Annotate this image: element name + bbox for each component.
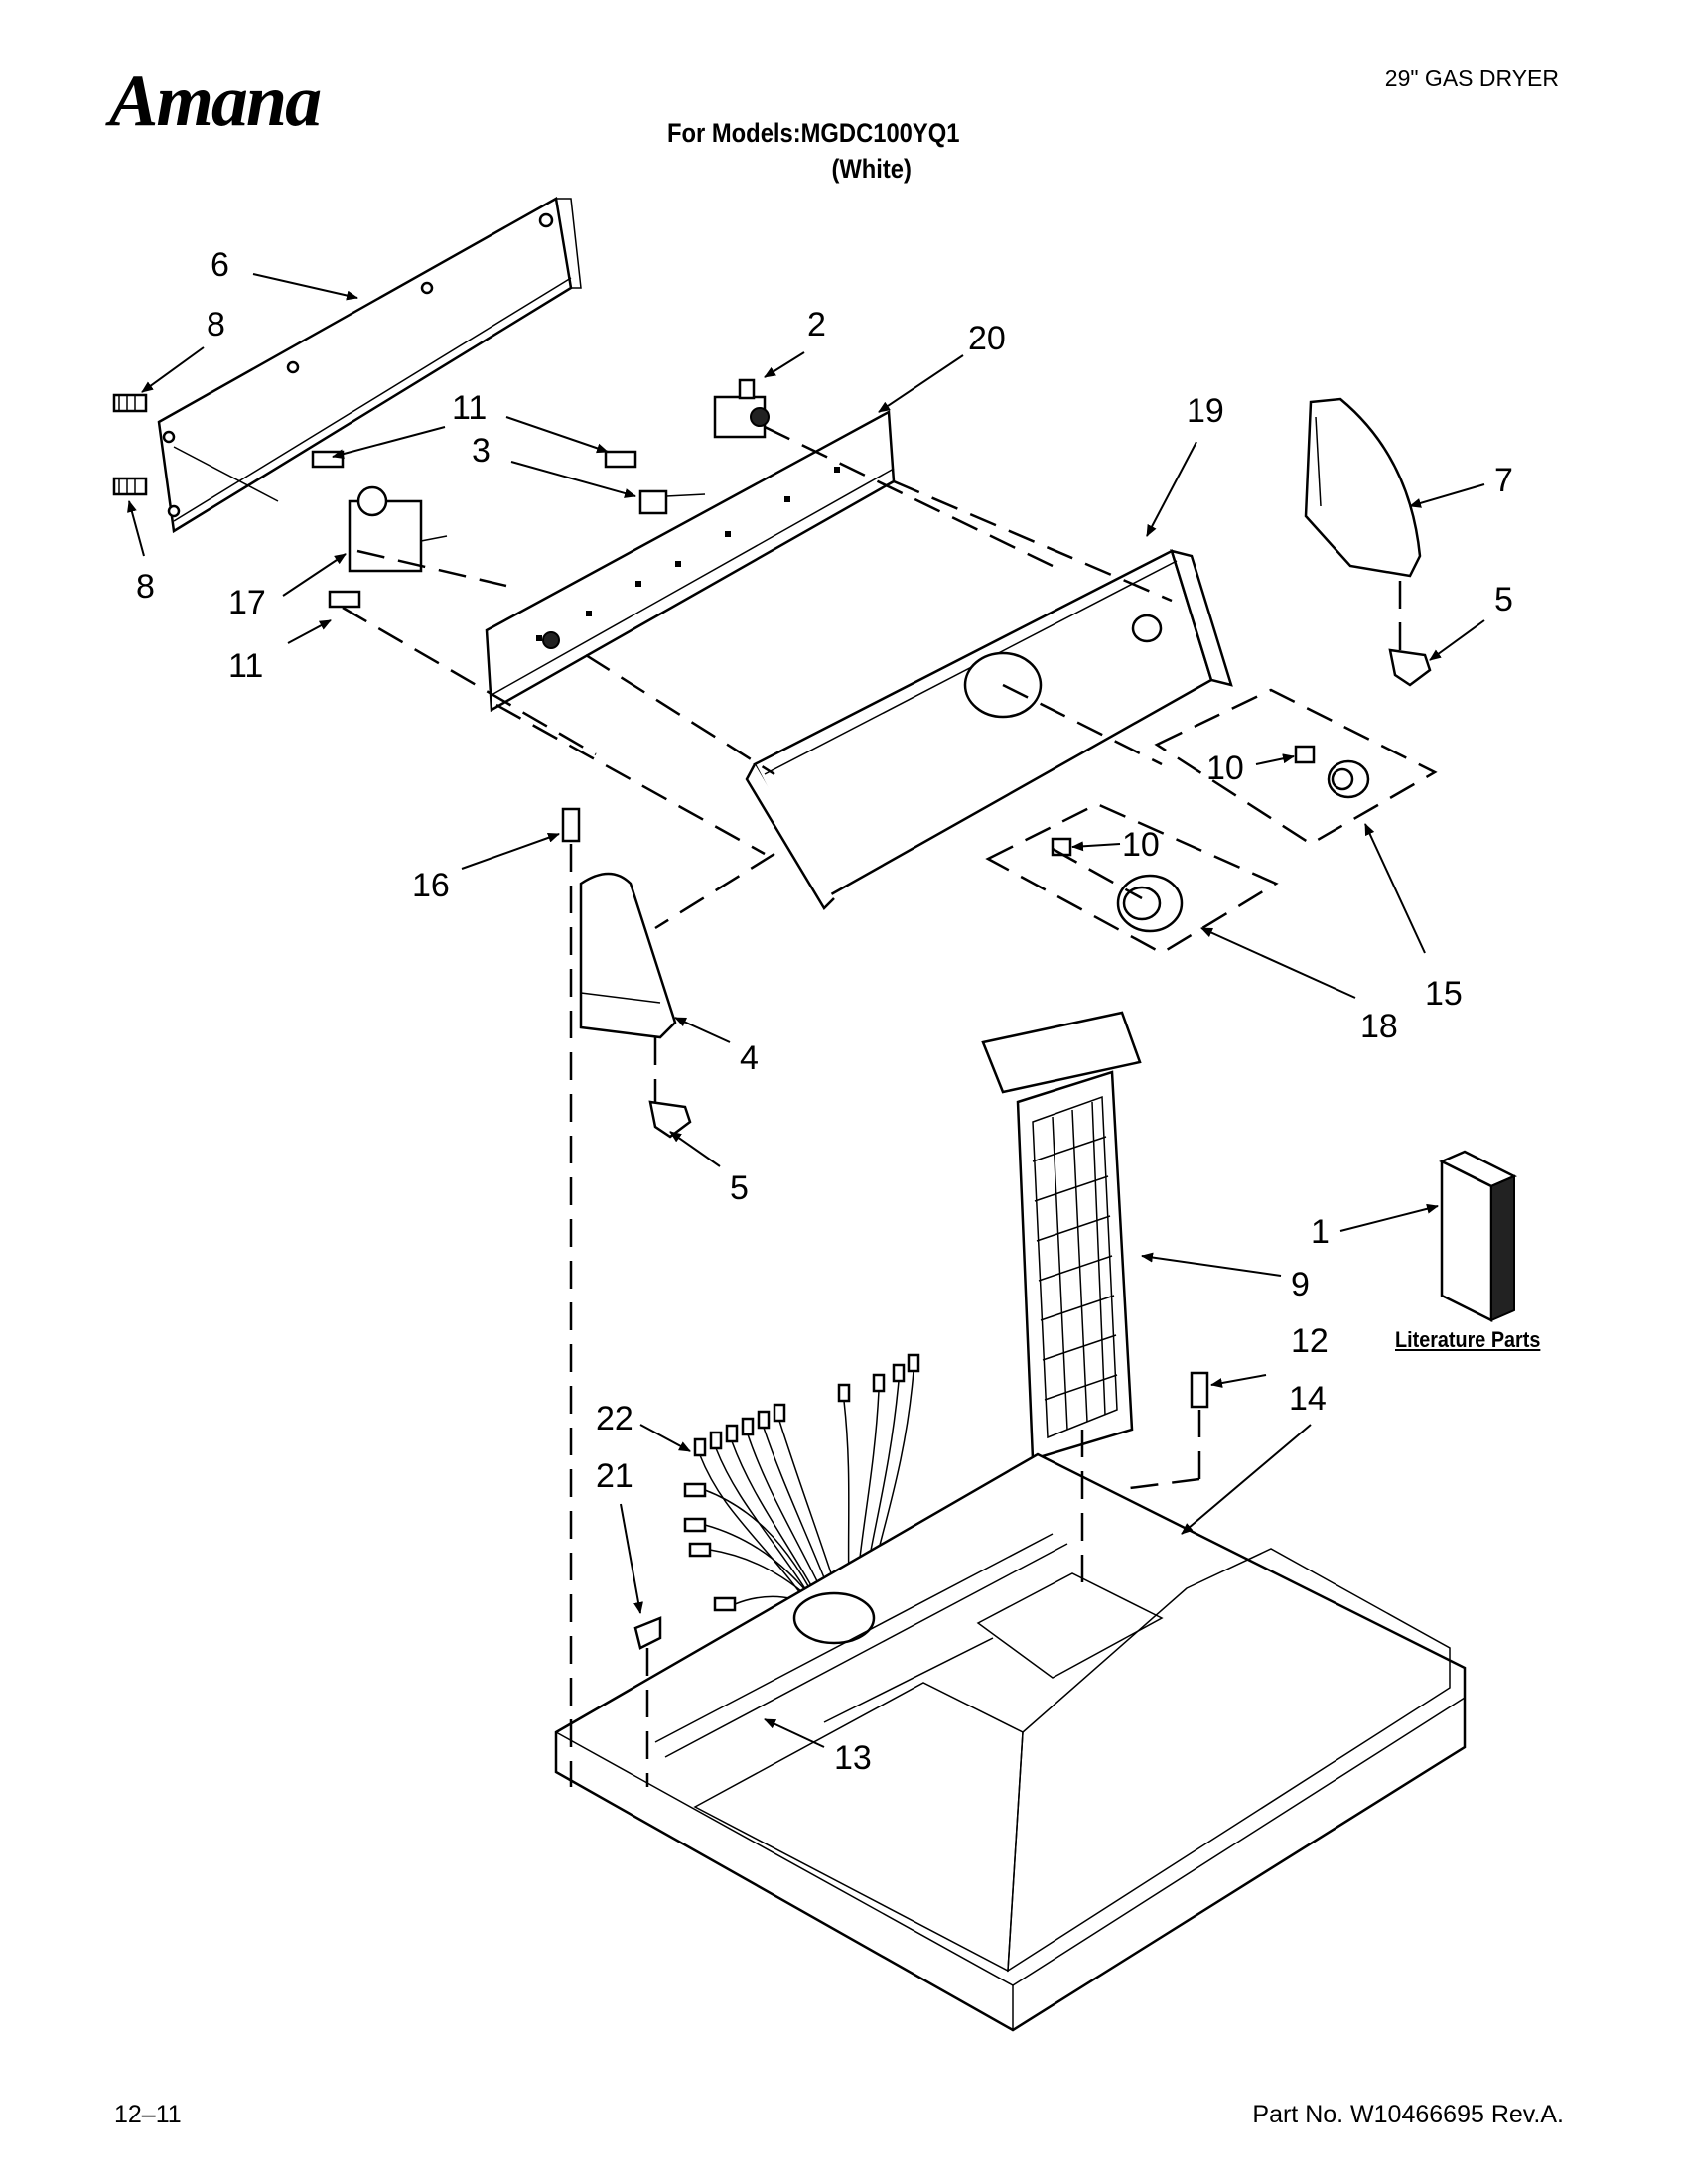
part-9-lint-screen bbox=[981, 1011, 1142, 1461]
brand-logo: Amana bbox=[109, 61, 322, 142]
part-5-clip-bottom bbox=[648, 1100, 692, 1139]
callout-15: 15 bbox=[1425, 975, 1463, 1013]
part-18-group-outline bbox=[985, 802, 1279, 955]
model-heading: For Models:MGDC100YQ1 (White) bbox=[667, 115, 959, 187]
part-17-timer bbox=[348, 485, 448, 573]
assembly-lines bbox=[342, 425, 1402, 1787]
part-15-knob bbox=[1327, 759, 1370, 799]
callout-9: 9 bbox=[1291, 1266, 1310, 1303]
callout-10-left: 10 bbox=[1122, 826, 1160, 864]
color-variant: (White) bbox=[831, 154, 912, 184]
model-number: For Models:MGDC100YQ1 bbox=[667, 118, 960, 148]
callout-20: 20 bbox=[968, 320, 1006, 357]
part-14-top-cover bbox=[554, 1452, 1467, 2032]
revision-date: 12–11 bbox=[114, 2101, 182, 2128]
callout-11-top: 11 bbox=[452, 389, 487, 427]
part-6-panel-bracket bbox=[157, 197, 582, 534]
part-8-screw-top bbox=[112, 393, 148, 413]
callout-7: 7 bbox=[1494, 462, 1513, 499]
part-20-mount-plate bbox=[485, 409, 896, 713]
callout-2: 2 bbox=[807, 306, 826, 343]
callout-17: 17 bbox=[228, 584, 266, 621]
part-7-end-cap-right bbox=[1304, 397, 1422, 578]
part-8-screw-bottom bbox=[112, 477, 148, 496]
callout-1: 1 bbox=[1311, 1213, 1330, 1251]
part-21-bracket bbox=[633, 1616, 662, 1650]
callout-3: 3 bbox=[472, 432, 491, 470]
part-11-screw-a bbox=[311, 450, 345, 469]
callout-numbers: 6 8 8 11 11 3 2 20 19 7 5 17 10 10 16 15… bbox=[136, 246, 1513, 1777]
callout-21: 21 bbox=[596, 1457, 633, 1495]
callout-8-bottom: 8 bbox=[136, 568, 155, 606]
part-13-seal bbox=[823, 1637, 994, 1723]
callout-6: 6 bbox=[211, 246, 229, 284]
callout-14: 14 bbox=[1289, 1380, 1327, 1418]
callout-16: 16 bbox=[412, 867, 450, 904]
callout-5-bottom: 5 bbox=[730, 1169, 749, 1207]
callout-18: 18 bbox=[1360, 1008, 1398, 1045]
part-15-group-outline bbox=[1154, 688, 1438, 846]
part-5-clip-top bbox=[1388, 648, 1432, 687]
part-11-screw-c bbox=[328, 590, 361, 609]
leader-arrows bbox=[127, 273, 1485, 1748]
callout-10-right: 10 bbox=[1206, 750, 1244, 787]
callout-11-bottom: 11 bbox=[228, 647, 263, 685]
part-12-screw bbox=[1190, 1371, 1209, 1409]
part-number: Part No. W10466695 Rev.A. bbox=[1252, 2101, 1564, 2128]
callout-22: 22 bbox=[596, 1400, 633, 1437]
part-16-screw bbox=[561, 807, 581, 843]
callout-12: 12 bbox=[1291, 1322, 1329, 1360]
callout-5-top: 5 bbox=[1494, 581, 1513, 618]
part-18-knob bbox=[1116, 874, 1184, 933]
callout-13: 13 bbox=[834, 1739, 872, 1777]
part-2-push-switch bbox=[713, 378, 770, 439]
part-4-end-cap-left bbox=[579, 872, 677, 1039]
callout-8-top: 8 bbox=[207, 306, 225, 343]
part-10-knob-clip-a bbox=[1294, 745, 1316, 764]
document-type: 29" GAS DRYER bbox=[1384, 66, 1559, 91]
part-11-screw-b bbox=[604, 450, 637, 469]
part-1-literature bbox=[1439, 1150, 1517, 1323]
callout-4: 4 bbox=[740, 1039, 759, 1077]
callout-19: 19 bbox=[1187, 392, 1224, 430]
literature-parts-label: Literature Parts bbox=[1395, 1327, 1541, 1352]
part-3-switch bbox=[638, 489, 706, 515]
